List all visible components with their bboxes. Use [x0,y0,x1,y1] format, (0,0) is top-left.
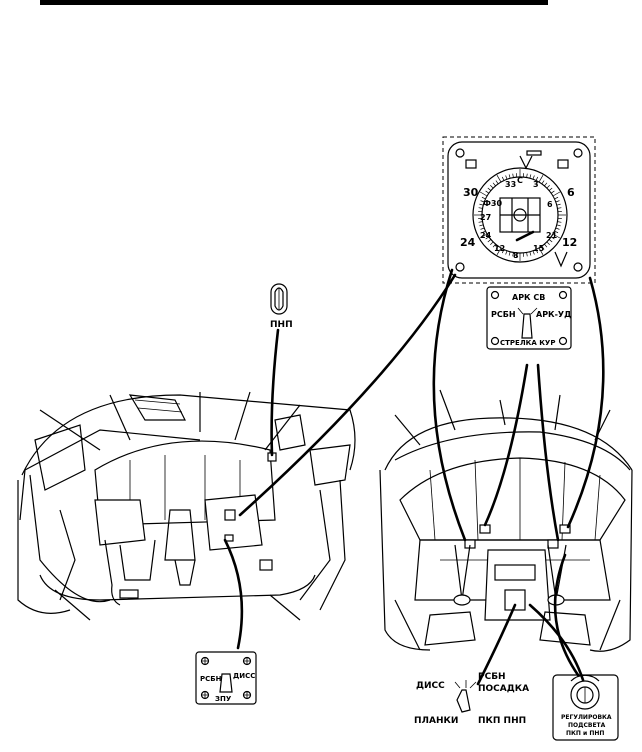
dial-12: 12 [494,244,505,253]
dial-21: 21 [546,231,558,240]
zpu-label-bottom: ЗПУ [215,695,232,703]
pnp-indicator: ПНП [270,284,293,330]
scale-6: 6 [567,186,575,199]
dial-f30: Ф30 [483,199,503,208]
scale-24: 24 [460,236,476,249]
dial-27: 27 [480,213,491,222]
zpu-label-right: ДИСС [233,672,255,680]
light-label-1: РЕГУЛИРОВКА [561,714,612,721]
dial-c: C [517,176,523,185]
top-rule [40,0,548,5]
arc-label-left: РСБН [491,310,516,319]
lighting-control-knob: РЕГУЛИРОВКА ПОДСВЕТА ПКП и ПНП [553,675,618,740]
scale-12: 12 [562,236,577,249]
dial-6: 6 [547,200,553,209]
dial-33: 33 [505,180,516,189]
arc-label-right: АРК-УД [536,310,571,319]
light-label-3: ПКП и ПНП [566,730,604,737]
scale-30: 30 [463,186,479,199]
arc-label-bottom: СТРЕЛКА КУР [500,339,555,347]
dial-24: 24 [480,231,492,240]
mode-switch: ДИСС РСБН ПОСАДКА ПЛАНКИ ПКП ПНП [414,672,529,726]
pnp-label: ПНП [270,320,293,330]
arc-label-top: АРК СВ [512,293,545,302]
dial-15: 15 [533,244,545,253]
mode-label-diss: ДИСС [416,681,445,691]
mode-label-pkp-pnp: ПКП ПНП [478,716,526,726]
zpu-label-left: РСБН [200,675,222,683]
attitude-director-indicator: 30 6 24 12 33 C 3 6 21 15 12 8 24 Ф30 27 [443,137,595,283]
mode-label-posadka: ПОСАДКА [478,684,529,694]
arc-mode-switch-panel: АРК СВ РСБН АРК-УД СТРЕЛКА КУР [487,287,571,349]
right-cockpit-view [380,390,632,651]
left-cockpit-view [18,392,355,620]
dial-8: 8 [513,251,519,260]
dial-3: 3 [533,180,539,189]
zpu-switch-panel: РСБН ДИСС ЗПУ [196,652,256,704]
light-label-2: ПОДСВЕТА [568,722,606,729]
mode-label-planki: ПЛАНКИ [414,716,458,726]
